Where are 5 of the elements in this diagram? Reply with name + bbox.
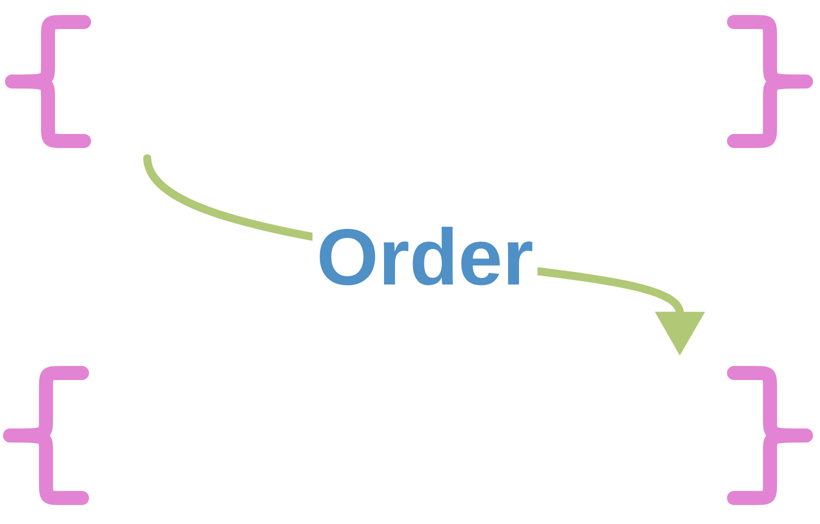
brace-symbol — [3, 366, 89, 505]
brace-symbol — [727, 366, 813, 505]
brace-symbol — [727, 15, 813, 148]
edge-label: Order — [312, 222, 538, 290]
brace-symbol — [5, 15, 91, 148]
